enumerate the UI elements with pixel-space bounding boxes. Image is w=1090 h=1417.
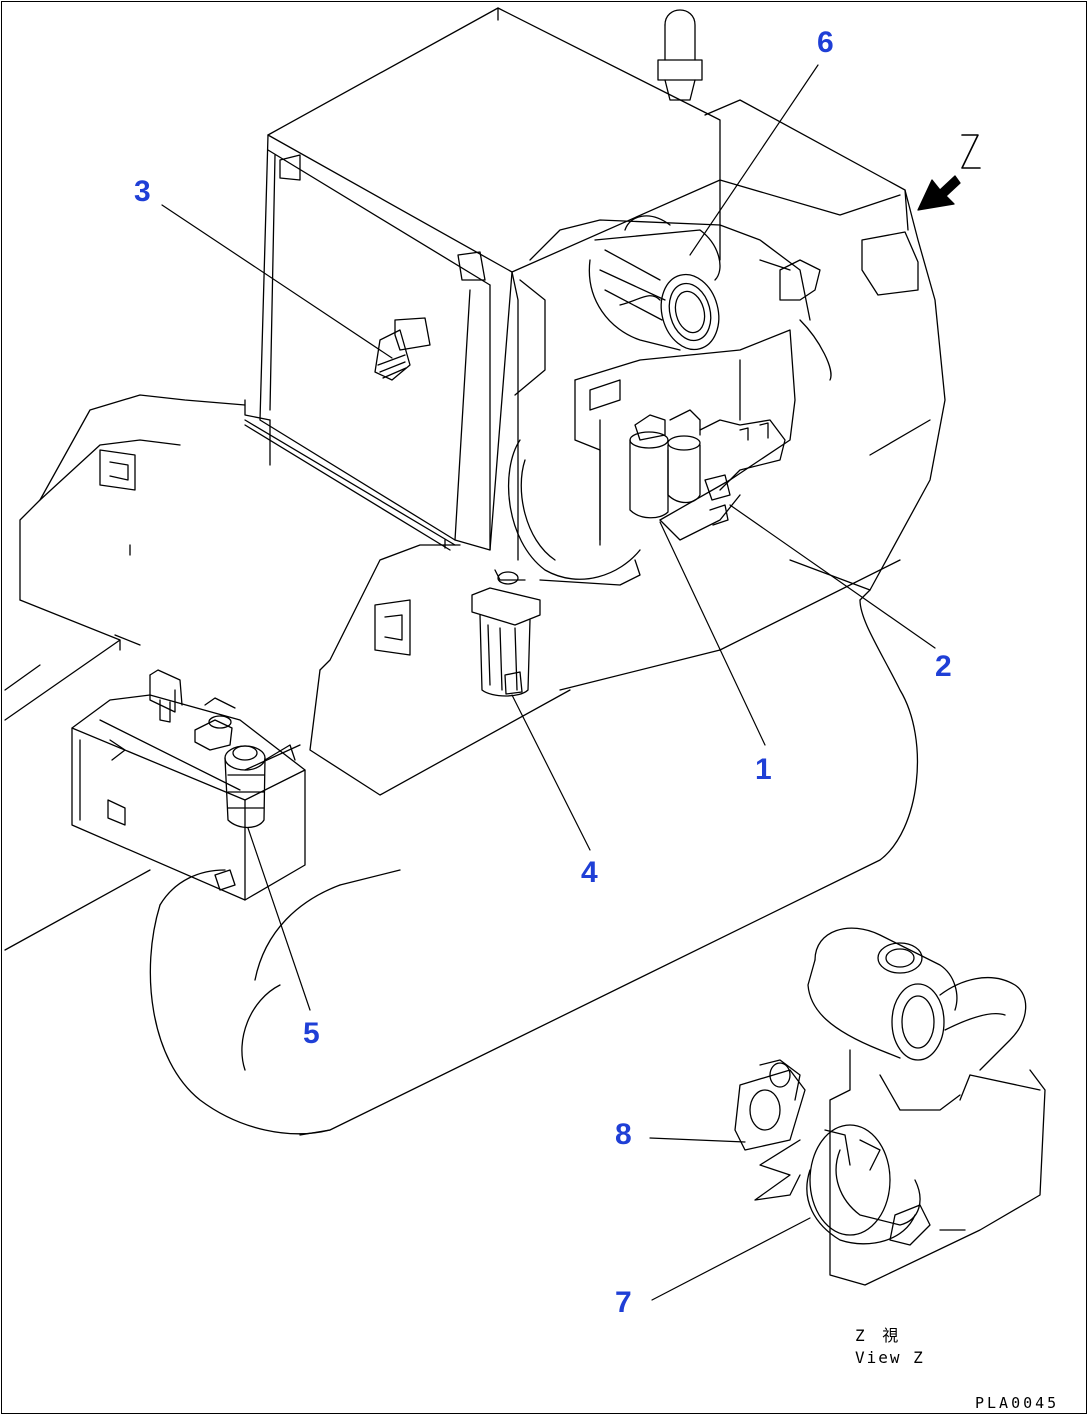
hydraulic-tank: [72, 670, 305, 900]
callout-8: 8: [615, 1118, 632, 1151]
callout-5: 5: [303, 1017, 320, 1050]
callout-6: 6: [817, 26, 834, 59]
callout-4: 4: [581, 856, 598, 889]
oil-filters: [630, 410, 785, 525]
callout-7: 7: [615, 1286, 632, 1319]
callout-1: 1: [755, 753, 772, 786]
engine-block: [509, 220, 831, 585]
inset-view-z: [735, 928, 1045, 1285]
machine-body: [5, 395, 570, 950]
leader-lines: [162, 65, 935, 1300]
view-arrow: [918, 135, 980, 210]
track-outline: [150, 560, 917, 1135]
inset-caption-line2: View Z: [855, 1348, 925, 1367]
inset-caption-line1: Z 視: [855, 1326, 903, 1345]
engine-hood: [705, 100, 945, 600]
drawing-code: PLA0045: [975, 1394, 1060, 1412]
callout-3: 3: [134, 175, 151, 208]
callout-2: 2: [935, 650, 952, 683]
fuel-prefilter: [472, 570, 540, 696]
air-cleaner: [589, 216, 727, 356]
radiator-housing: [245, 8, 720, 560]
exhaust-pipe: [658, 10, 702, 100]
